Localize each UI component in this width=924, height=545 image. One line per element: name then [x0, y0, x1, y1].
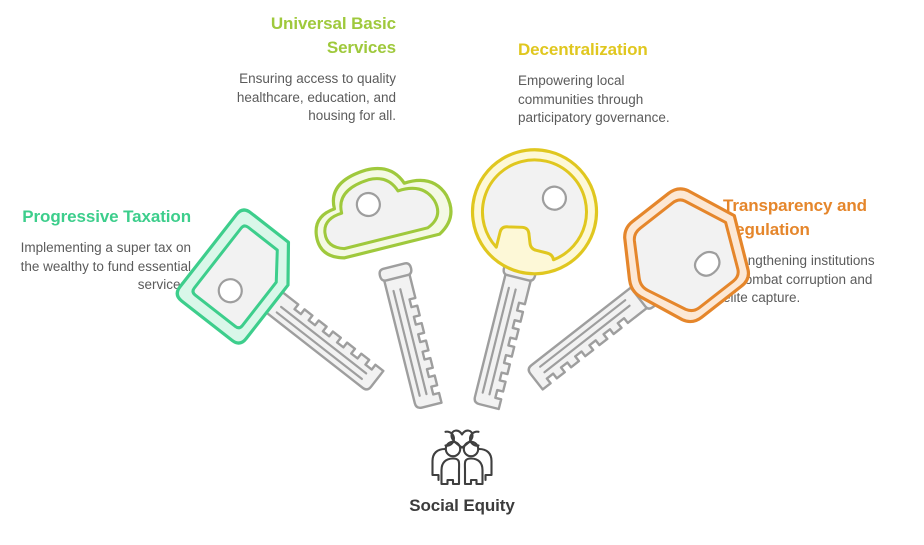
item-universal-basic-services: Universal Basic Services Ensuring access…: [222, 12, 396, 126]
key-decentralization: [470, 148, 599, 411]
community-family-heart-icon: [419, 418, 505, 490]
item-title-transparency-and-regulation: Transparency and Regulation: [723, 196, 867, 239]
keys-illustration: [175, 148, 751, 460]
key-transparency-and-regulation: [525, 187, 751, 391]
key-progressive-taxation: [175, 208, 385, 393]
item-description-universal-basic-services: Ensuring access to quality healthcare, e…: [236, 71, 396, 123]
item-description-decentralization: Empowering local communities through par…: [518, 73, 670, 125]
item-title-decentralization: Decentralization: [518, 40, 648, 59]
key-universal-basic-services: [314, 166, 453, 411]
item-description-progressive-taxation: Implementing a super tax on the wealthy …: [20, 240, 191, 292]
center-node-label: Social Equity: [409, 496, 515, 515]
item-title-universal-basic-services: Universal Basic Services: [270, 14, 396, 57]
item-transparency-and-regulation: Transparency and Regulation Strengthenin…: [723, 194, 889, 308]
center-node: Social Equity: [0, 418, 924, 516]
item-progressive-taxation: Progressive Taxation Implementing a supe…: [18, 205, 191, 295]
item-decentralization: Decentralization Empowering local commun…: [518, 38, 678, 128]
item-title-progressive-taxation: Progressive Taxation: [22, 207, 191, 226]
item-description-transparency-and-regulation: Strengthening institutions to combat cor…: [723, 253, 875, 305]
